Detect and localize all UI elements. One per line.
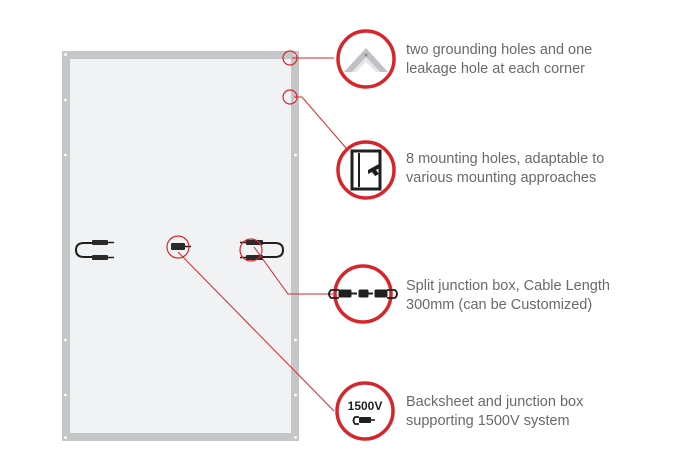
callout-text-corner-holes: two grounding holes and one leakage hole…	[406, 41, 696, 79]
anchor-right-cable	[239, 238, 263, 262]
center-junction-box	[171, 243, 191, 250]
frame-corner-icon	[344, 48, 388, 72]
callout-text-backsheet: Backsheet and junction box supporting 15…	[406, 393, 696, 431]
frame-holes	[64, 53, 297, 439]
callout-circle-corner	[336, 29, 396, 89]
callout-circle-backsheet: 1500V	[335, 381, 395, 441]
leader-anchors	[166, 50, 298, 262]
callout-text-line: 8 mounting holes, adaptable to	[406, 151, 605, 167]
callout-text-line: supporting 1500V system	[406, 413, 570, 429]
callout-text-junction-box: Split junction box, Cable Length 300mm (…	[406, 277, 696, 315]
callout-text-line: two grounding holes and one	[406, 42, 593, 58]
anchor-mounting	[282, 89, 298, 105]
callout-text-mounting-holes: 8 mounting holes, adaptable to various m…	[406, 150, 696, 188]
leader-lines	[177, 57, 347, 412]
leader-line-backsheet	[177, 251, 335, 412]
leader-line-mounting	[294, 96, 347, 149]
1500v-connector-icon: 1500V	[348, 399, 383, 425]
mounting-wrench-icon	[350, 149, 382, 191]
callout-text-line: Split junction box, Cable Length	[406, 278, 610, 294]
callout-text-line: Backsheet and junction box	[406, 394, 584, 410]
solar-panel-back	[62, 51, 299, 441]
anchor-center-box	[166, 235, 190, 259]
callout-circle-junction	[328, 264, 398, 324]
callout-text-line: 300mm (can be Customized)	[406, 297, 593, 313]
anchor-corner	[282, 50, 298, 66]
split-junction-cable-icon	[328, 289, 398, 299]
callout-text-line: various mounting approaches	[406, 170, 597, 186]
leader-line-junction	[253, 246, 333, 295]
left-cable	[74, 240, 114, 260]
voltage-badge: 1500V	[348, 399, 383, 413]
callout-circle-mounting	[336, 140, 396, 200]
callout-text-line: leakage hole at each corner	[406, 61, 585, 77]
